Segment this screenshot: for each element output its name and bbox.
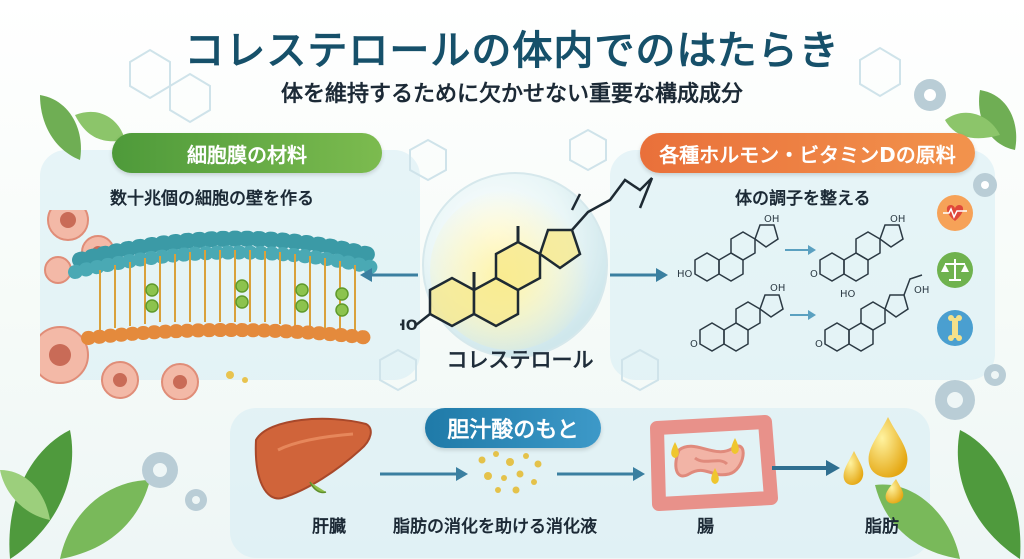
- bone-icon: [937, 310, 973, 346]
- bile-droplets: [478, 451, 542, 494]
- leaf-icon: [40, 95, 125, 160]
- oh-label: OH: [764, 214, 779, 225]
- lipid-bilayer: [68, 230, 382, 345]
- intestine-label: 腸: [697, 517, 714, 537]
- oh-label: OH: [890, 214, 905, 225]
- cell-membrane-caption: 数十兆個の細胞の壁を作る: [110, 189, 314, 209]
- hydroxyl-label: HO: [400, 318, 418, 334]
- arrow-bile-to-intestine: [557, 467, 645, 481]
- hormone-heading: 各種ホルモン・ビタミンDの原料: [640, 133, 975, 173]
- intestine-icon: [650, 415, 778, 511]
- oh-label: OH: [770, 283, 785, 294]
- right-panel-bg: [610, 150, 995, 380]
- page-title: コレステロールの体内でのはたらき: [184, 28, 840, 74]
- fat-label: 脂肪: [865, 517, 899, 537]
- cell-icon: [40, 210, 199, 400]
- arrow-to-membrane: [360, 268, 418, 282]
- arrow-to-hormones: [610, 268, 668, 282]
- balance-scale-icon: [937, 252, 973, 288]
- fat-droplets-icon: [843, 417, 908, 504]
- cholesterol-molecule: HO: [400, 172, 654, 358]
- o-label: O: [810, 269, 818, 280]
- page-subtitle: 体を維持するために欠かせない重要な構成成分: [280, 82, 743, 107]
- o-label: O: [815, 339, 823, 350]
- liver-icon: [254, 417, 372, 500]
- cholesterol-label: コレステロール: [446, 348, 594, 372]
- heart-pulse-icon: [937, 195, 973, 231]
- gear-icon: [142, 79, 1006, 511]
- bile-label: 脂肪の消化を助ける消化液: [393, 517, 597, 537]
- hormone-caption: 体の調子を整える: [735, 189, 871, 209]
- liver-label: 肝臓: [312, 517, 346, 537]
- arrow-intestine-to-fat: [772, 460, 840, 476]
- oh-label: OH: [914, 285, 929, 296]
- steroid-hormones-illustration: OH OH HO O OH O HO OH O: [677, 214, 929, 352]
- bile-acid-heading: 胆汁酸のもと: [425, 408, 601, 448]
- ho-label: HO: [677, 269, 693, 280]
- o-label: O: [690, 339, 698, 350]
- arrow-liver-to-bile: [380, 467, 468, 481]
- cell-membrane-heading: 細胞膜の材料: [112, 133, 382, 173]
- ho-label: HO: [840, 289, 856, 300]
- cell-membrane-illustration: [40, 210, 382, 400]
- leaf-icon: [945, 90, 1017, 150]
- hexagon-icon: [129, 46, 901, 392]
- leaf-icon: [0, 430, 150, 559]
- leaf-icon: [875, 430, 1021, 559]
